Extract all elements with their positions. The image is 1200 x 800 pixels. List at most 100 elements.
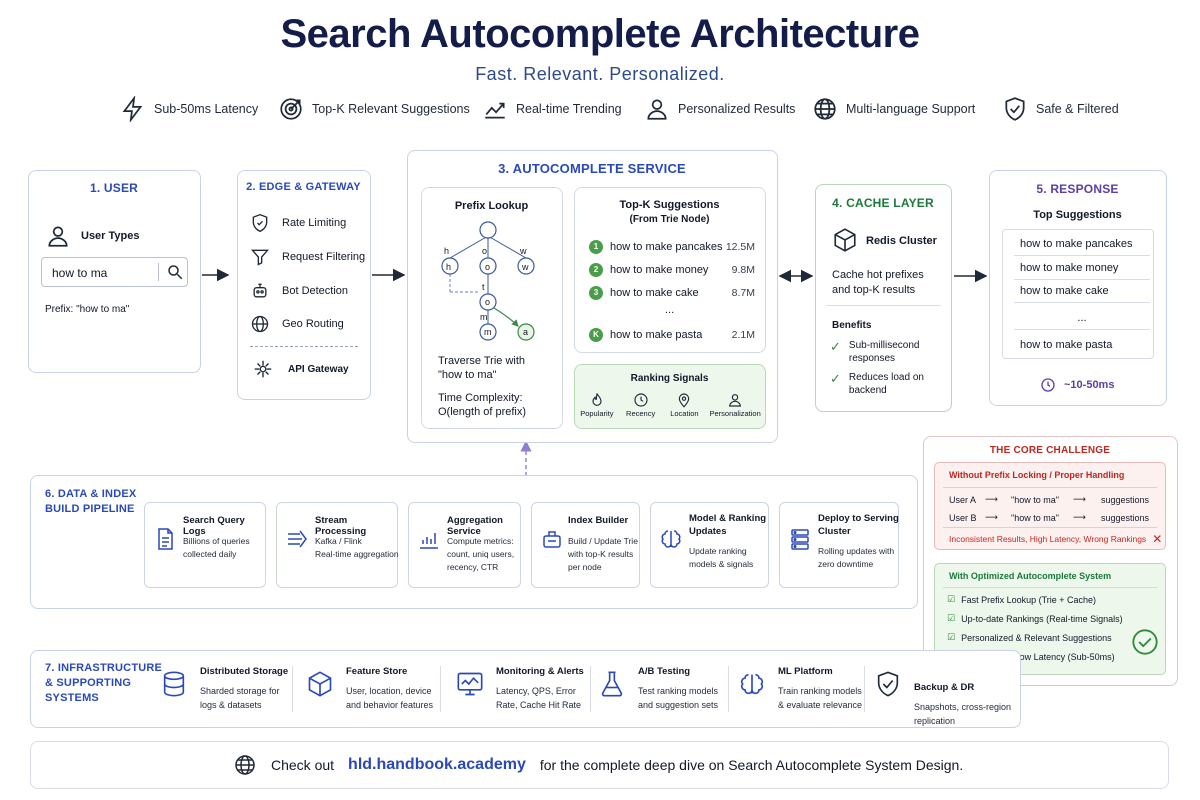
- challenge-row: User B⟶"how to ma"⟶suggestions: [949, 512, 1150, 523]
- user-panel: 1. USER User Types how to ma Prefix: "ho…: [28, 170, 201, 373]
- with-benefit: ☑Up-to-date Rankings (Real-time Signals): [947, 613, 1123, 624]
- pipeline-step-stream: Stream Processing Kafka / Flink Real-tim…: [276, 502, 399, 588]
- footer-link[interactable]: hld.handbook.academy: [348, 756, 526, 773]
- challenge-issue: Inconsistent Results, High Latency, Wron…: [949, 532, 1163, 546]
- prefix-label: Prefix: "how to ma": [45, 304, 130, 315]
- response-item: how to make pancakes: [1014, 238, 1150, 256]
- without-box: Without Prefix Locking / Proper Handling…: [934, 462, 1166, 550]
- check-circle-icon: [1131, 628, 1159, 656]
- signal-location: Location: [663, 391, 705, 418]
- feature-personalized: Personalized Results: [644, 94, 795, 124]
- location-pin-icon: [676, 392, 692, 408]
- footer-post: for the complete deep dive on Search Aut…: [539, 757, 964, 773]
- pipeline-heading: 6. DATA & INDEX BUILD PIPELINE: [45, 488, 137, 515]
- cache-benefit: ✓ Sub-millisecond responses: [830, 339, 920, 364]
- cube-icon: [832, 227, 858, 253]
- prefix-lookup-title: Prefix Lookup: [454, 200, 529, 212]
- response-panel: 5. RESPONSE Top Suggestions: [989, 170, 1167, 406]
- pipeline-step-index-builder: Index Builder Build / Update Trie with t…: [531, 502, 640, 588]
- build-icon: [540, 527, 564, 551]
- infra-ab-testing: A/B Testing Test ranking models and sugg…: [598, 666, 728, 726]
- suggestion-ellipsis: ...: [665, 304, 675, 316]
- ranking-signals-panel: Ranking Signals Popularity Recency Locat…: [574, 364, 766, 429]
- signal-recency: Recency: [620, 391, 662, 418]
- infra-backup: Backup & DR Snapshots, cross-region repl…: [874, 666, 1014, 726]
- with-title: With Optimized Autocomplete System: [949, 571, 1112, 581]
- edge-item-bot-detection: Bot Detection: [250, 281, 348, 301]
- infra-monitoring: Monitoring & Alerts Latency, QPS, Error …: [456, 666, 586, 726]
- feature-multilang: Multi-language Support: [812, 94, 975, 124]
- document-icon: [153, 527, 177, 551]
- edge-item-request-filtering: Request Filtering: [250, 247, 365, 267]
- globe-icon: [812, 96, 838, 122]
- response-item: ...: [1014, 312, 1150, 330]
- cache-heading: 4. CACHE LAYER: [832, 196, 934, 210]
- user-heading: 1. USER: [89, 181, 139, 195]
- feature-latency: Sub-50ms Latency: [120, 94, 258, 124]
- trie-edge-label: t: [482, 282, 485, 292]
- cache-layer-panel: 4. CACHE LAYER Redis Cluster Cache hot p…: [815, 184, 952, 412]
- stream-icon: [285, 527, 309, 551]
- check-icon: ✓: [830, 371, 841, 386]
- globe-icon: [233, 753, 257, 777]
- search-box[interactable]: how to ma: [41, 257, 188, 287]
- complexity-text: Time Complexity: O(length of prefix): [438, 392, 527, 418]
- infra-heading: 7. INFRASTRUCTURE & SUPPORTING SYSTEMS: [45, 662, 163, 704]
- clock-icon: [633, 392, 649, 408]
- signal-popularity: Popularity: [576, 391, 618, 418]
- filter-icon: [250, 247, 270, 267]
- topk-subtitle: (From Trie Node): [629, 214, 710, 225]
- infra-storage: Distributed Storage Sharded storage for …: [160, 666, 290, 726]
- flame-icon: [589, 392, 605, 408]
- api-gateway: API Gateway: [252, 358, 349, 380]
- pipeline-step-aggregation: Aggregation Service Compute metrics: cou…: [408, 502, 521, 588]
- feature-label: Top-K Relevant Suggestions: [312, 102, 470, 116]
- gateway-icon: [252, 358, 274, 380]
- feature-label: Multi-language Support: [846, 102, 976, 116]
- clock-icon: [1040, 377, 1056, 393]
- check-icon: ✓: [830, 339, 841, 354]
- check-icon: ☑: [947, 632, 956, 642]
- x-icon: ✕: [1152, 532, 1163, 546]
- search-input[interactable]: how to ma: [52, 266, 108, 280]
- check-icon: ☑: [947, 594, 956, 604]
- pipeline-step-deploy: Deploy to Serving Cluster Rolling update…: [779, 502, 899, 588]
- trie-node-label: o: [485, 262, 491, 272]
- footer-content: Check out hld.handbook.academy for the c…: [233, 751, 963, 779]
- lightning-icon: [120, 95, 146, 123]
- service-heading: 3. AUTOCOMPLETE SERVICE: [498, 161, 686, 176]
- response-heading: 5. RESPONSE: [1036, 182, 1119, 196]
- edge-gateway-panel: 2. EDGE & GATEWAY Rate Limiting Request …: [237, 170, 371, 400]
- signals-row: Popularity Recency Location Personalizat…: [575, 391, 764, 418]
- page-subtitle: Fast. Relevant. Personalized.: [475, 64, 725, 84]
- brain-icon: [738, 670, 766, 698]
- ranking-title: Ranking Signals: [630, 373, 709, 384]
- search-icon[interactable]: [166, 263, 184, 281]
- feature-trending: Real-time Trending: [482, 94, 622, 124]
- trie-node-label: h: [446, 262, 452, 272]
- response-item: how to make pasta: [1020, 339, 1113, 351]
- trie-node-label: w: [522, 262, 529, 272]
- trie-node-label: o: [485, 297, 491, 307]
- user-types-label: User Types: [81, 230, 140, 242]
- trie-edge-label: w: [520, 246, 527, 256]
- globe-icon: [250, 314, 270, 334]
- with-benefit: ☑Personalized & Relevant Suggestions: [947, 632, 1112, 643]
- monitor-icon: [456, 670, 484, 698]
- feature-label: Sub-50ms Latency: [154, 102, 259, 116]
- top-suggestions-label: Top Suggestions: [1033, 209, 1122, 221]
- edge-item-geo-routing: Geo Routing: [250, 314, 344, 334]
- challenge-title: THE CORE CHALLENGE: [989, 445, 1111, 456]
- person-icon: [644, 96, 670, 122]
- target-icon: [278, 96, 304, 122]
- person-icon: [727, 392, 743, 408]
- with-benefit: ☑Fast Prefix Lookup (Trie + Cache): [947, 594, 1097, 605]
- cube-icon: [306, 670, 334, 698]
- cache-benefit: ✓ Reduces load on backend: [830, 371, 924, 396]
- footer-bar: [30, 741, 1169, 789]
- redis-cluster-label: Redis Cluster: [866, 235, 937, 247]
- feature-safe: Safe & Filtered: [1002, 94, 1119, 124]
- shield-check-icon: [1002, 96, 1028, 122]
